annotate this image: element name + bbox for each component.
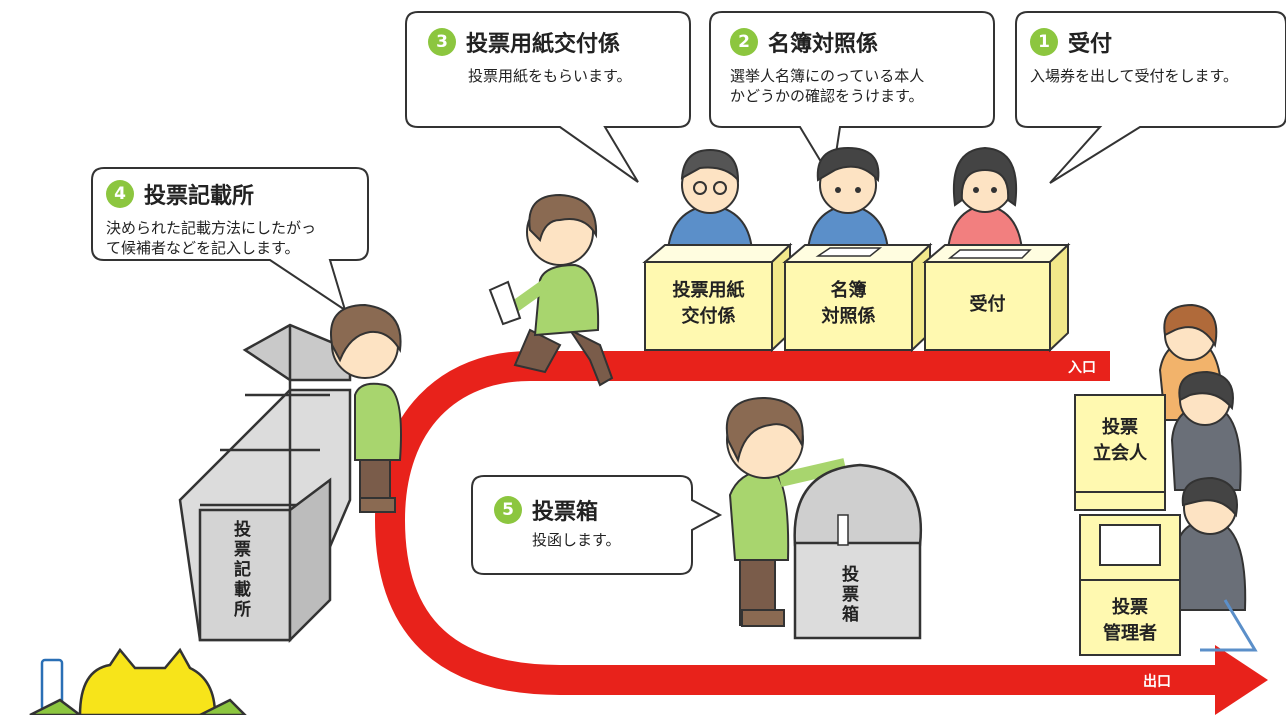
- step-3-title: 投票用紙交付係: [466, 32, 621, 57]
- step-2-title: 名簿対照係: [768, 32, 879, 57]
- desk-reception-label: 受付: [969, 294, 1006, 315]
- ballot-box: [793, 463, 923, 640]
- step-3-bubble: 3 投票用紙交付係 投票用紙をもらいます。: [428, 26, 632, 86]
- step-4-number: 4: [106, 180, 134, 208]
- step-4-body: 決められた記載方法にしたがっ て候補者などを記入します。: [106, 219, 317, 257]
- step-5-number: 5: [494, 496, 522, 524]
- step-1-number: 1: [1030, 28, 1058, 56]
- step-1-bubble: 1 受付 入場券を出して受付をします。: [1030, 26, 1238, 86]
- step-5-bubble: 5 投票箱 投函します。: [494, 494, 621, 550]
- step-3-body: 投票用紙をもらいます。: [468, 67, 632, 85]
- desk-ballot-issue: [642, 242, 793, 353]
- desk-register-label: 名簿 対照係: [821, 280, 876, 327]
- step-4-bubble: 4 投票記載所 決められた記載方法にしたがっ て候補者などを記入します。: [106, 178, 316, 258]
- exit-arrow: [1215, 645, 1268, 715]
- staff-reception: [946, 146, 1024, 251]
- ballot-box-label: 投票箱: [838, 565, 858, 625]
- staff-register: [806, 146, 890, 251]
- manager-label: 投票 管理者: [1103, 597, 1157, 644]
- witness-desk: [1074, 394, 1166, 511]
- step-2-bubble: 2 名簿対照係 選挙人名簿にのっている本人 かどうかの確認をうけます。: [730, 26, 924, 106]
- route-path: [374, 351, 1225, 695]
- bubble-3: [405, 11, 691, 183]
- bubble-4: [91, 167, 369, 313]
- step-2-body: 選挙人名簿にのっている本人 かどうかの確認をうけます。: [730, 67, 925, 105]
- desk-ballot-issue-label: 投票用紙 交付係: [672, 280, 745, 327]
- desk-register: [782, 242, 933, 353]
- manager-desk: [1079, 514, 1181, 656]
- step-5-title: 投票箱: [532, 500, 599, 525]
- step-1-title: 受付: [1068, 32, 1113, 57]
- bubble-5: [471, 475, 723, 575]
- witness-label: 投票 立会人: [1093, 417, 1147, 464]
- staff-ballot-issue: [666, 148, 754, 251]
- booth-label: 投票記載所: [230, 520, 250, 620]
- entrance-label: 入口: [1068, 360, 1096, 376]
- step-3-number: 3: [428, 28, 456, 56]
- voter-at-booth: [330, 303, 402, 513]
- step-2-number: 2: [730, 28, 758, 56]
- step-1-body: 入場券を出して受付をします。: [1030, 67, 1239, 85]
- step-5-body: 投函します。: [532, 531, 621, 549]
- step-4-title: 投票記載所: [144, 184, 255, 209]
- bubble-1: [1015, 11, 1286, 184]
- voter-walking: [488, 193, 614, 387]
- voter-at-ballot-box: [725, 396, 847, 627]
- voting-booths: [178, 323, 352, 644]
- mascot: [29, 647, 247, 715]
- exit-label: 出口: [1143, 674, 1171, 690]
- witness-officials: [1158, 303, 1258, 652]
- desk-reception: [922, 242, 1071, 353]
